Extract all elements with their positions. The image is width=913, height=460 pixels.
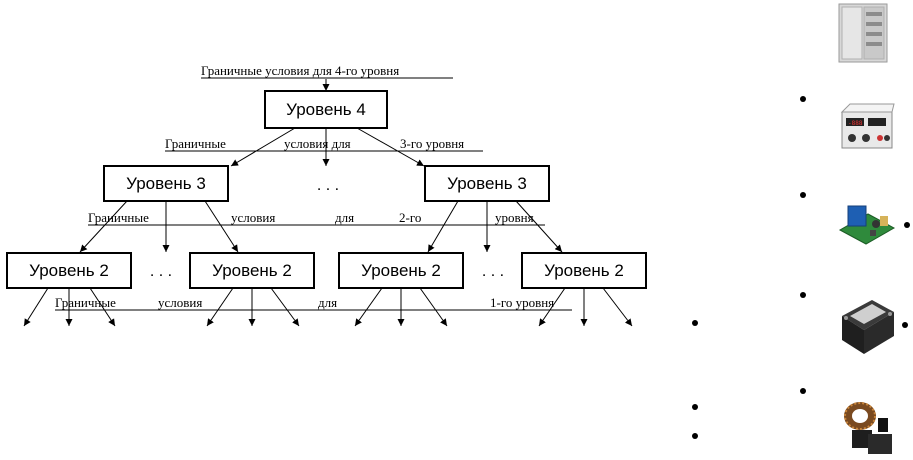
- level2-box-4: [521, 252, 647, 289]
- cond1-word-2: условия: [158, 295, 202, 310]
- level3-label-left: Уровень 3: [126, 174, 206, 193]
- bullet-5: [692, 320, 698, 326]
- level4-box: [264, 90, 388, 129]
- bullet-4: [800, 292, 806, 298]
- level2-label-1: Уровень 2: [29, 261, 109, 280]
- bullet-8: [692, 404, 698, 410]
- bullet-6: [902, 322, 908, 328]
- cond2-word-2: условия: [231, 210, 275, 225]
- cond2-word-1: Граничные: [88, 210, 149, 225]
- cond1-word-3: для: [318, 295, 337, 310]
- level3-ellipsis: . . .: [317, 177, 339, 194]
- level2-ellipsis-left: . . .: [150, 263, 172, 280]
- bullet-9: [692, 433, 698, 439]
- cond1-word-1: Граничные: [55, 295, 116, 310]
- level4-label: Уровень 4: [286, 100, 366, 119]
- level2-label-3: Уровень 2: [361, 261, 441, 280]
- level2-label-2: Уровень 2: [212, 261, 292, 280]
- top-condition-text: Граничные условия для 4-го уровня: [201, 63, 399, 78]
- cond1-word-4: 1-го уровня: [490, 295, 554, 310]
- cond3-word-2: условия для: [284, 136, 351, 151]
- bullet-1: [800, 96, 806, 102]
- bullet-3: [904, 222, 910, 228]
- electrical-cabinet-icon: [838, 3, 888, 63]
- inductor-components-icon: [844, 402, 892, 454]
- cond2-word-3: для: [335, 210, 354, 225]
- level2-label-4: Уровень 2: [544, 261, 624, 280]
- bullet-7: [800, 388, 806, 394]
- svg-text:-888: -888: [848, 120, 863, 127]
- cond2-word-4: 2-го: [399, 210, 421, 225]
- cond3-word-3: 3-го уровня: [400, 136, 464, 151]
- level3-box-left: [103, 165, 229, 202]
- relay-board-icon: [838, 205, 896, 245]
- cond2-word-5: уровня: [495, 210, 534, 225]
- cond3-word-1: Граничные: [165, 136, 226, 151]
- power-supply-icon: -888: [840, 103, 895, 149]
- level2-ellipsis-right: . . .: [482, 263, 504, 280]
- level3-label-right: Уровень 3: [447, 174, 527, 193]
- solid-state-relay-icon: [842, 300, 894, 354]
- bullet-2: [800, 192, 806, 198]
- level3-box-right: [424, 165, 550, 202]
